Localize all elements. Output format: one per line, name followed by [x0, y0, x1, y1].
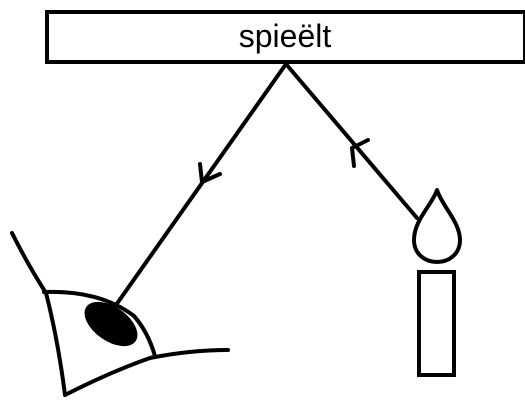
incident-ray-line [286, 64, 417, 218]
reflected-ray [116, 64, 286, 305]
reflected-ray-line [116, 64, 286, 305]
eye-upper-contour [12, 233, 65, 395]
flame-icon [414, 190, 460, 262]
mirror-label: spieëlt [239, 18, 332, 54]
candle-icon [414, 190, 460, 375]
eye-icon [12, 233, 228, 395]
candle-body [419, 272, 454, 375]
eye-lower-lid [65, 350, 228, 395]
mirror: spieëlt [47, 12, 525, 62]
incident-ray [286, 64, 417, 218]
